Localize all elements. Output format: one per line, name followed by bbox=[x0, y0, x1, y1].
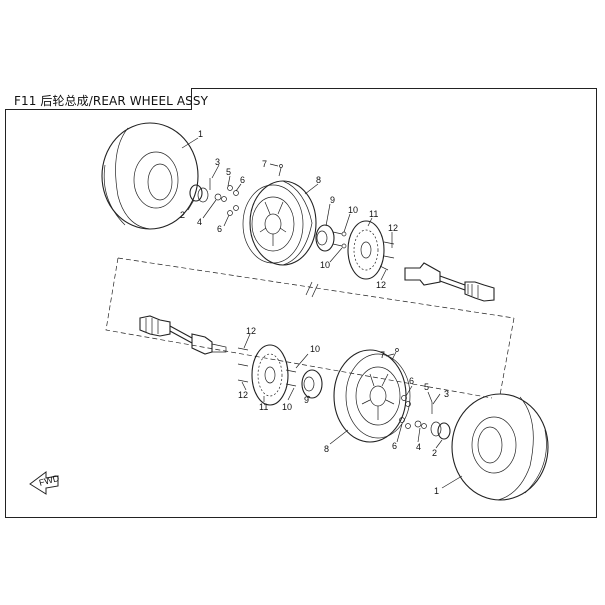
callout: 6 bbox=[240, 175, 245, 185]
callout: 12 bbox=[238, 390, 248, 400]
rim-upper bbox=[242, 164, 317, 266]
callout: 3 bbox=[444, 389, 449, 399]
rim-lower bbox=[333, 348, 411, 443]
callout: 9 bbox=[330, 195, 335, 205]
title-box bbox=[5, 88, 192, 110]
washers-upper bbox=[209, 178, 239, 216]
callout: 1 bbox=[434, 486, 439, 496]
tire-upper bbox=[101, 122, 199, 230]
drive-shaft-upper bbox=[404, 262, 495, 302]
callout: 12 bbox=[246, 326, 256, 336]
callout: 11 bbox=[259, 402, 268, 412]
callout: 7 bbox=[380, 350, 385, 360]
callout: 6 bbox=[409, 376, 414, 386]
callout: 10 bbox=[310, 344, 320, 354]
callout: 10 bbox=[320, 260, 330, 270]
callout: 4 bbox=[197, 217, 202, 227]
callout: 2 bbox=[180, 210, 185, 220]
callout: 3 bbox=[215, 157, 220, 167]
callout: 5 bbox=[424, 382, 429, 392]
callout: 5 bbox=[226, 167, 231, 177]
callout: 6 bbox=[392, 441, 397, 451]
brake-disc-lower bbox=[251, 344, 289, 406]
callout: 8 bbox=[324, 444, 329, 454]
callout: 12 bbox=[376, 280, 386, 290]
callout: 2 bbox=[432, 448, 437, 458]
axis-centerline bbox=[105, 257, 515, 399]
axle-nut-lower bbox=[430, 421, 451, 440]
diagram-title: F11 后轮总成/REAR WHEEL ASSY bbox=[14, 94, 209, 108]
callout: 7 bbox=[262, 159, 267, 169]
fwd-arrow-icon: FWD bbox=[29, 471, 61, 495]
leader-lines bbox=[181, 137, 463, 489]
bolts-lower bbox=[237, 347, 249, 383]
callout: 8 bbox=[316, 175, 321, 185]
drive-shaft-lower bbox=[139, 315, 227, 355]
callout: 6 bbox=[217, 224, 222, 234]
diagram-frame bbox=[5, 88, 597, 518]
axle-nut-upper bbox=[189, 184, 209, 203]
brake-disc-upper bbox=[347, 220, 385, 280]
callouts-lower: 1 2 3 4 5 6 6 7 8 9 10 10 11 12 12 bbox=[238, 326, 449, 496]
washers-lower bbox=[399, 395, 433, 429]
callout: 10 bbox=[348, 205, 358, 215]
callout: 10 bbox=[282, 402, 292, 412]
callout: 9 bbox=[304, 395, 309, 405]
hub-lower bbox=[285, 369, 323, 399]
callout: 4 bbox=[416, 442, 421, 452]
hub-upper bbox=[315, 224, 347, 252]
callouts-upper: 1 2 3 4 5 6 6 7 8 9 10 10 11 12 12 bbox=[180, 129, 398, 290]
callout: 12 bbox=[388, 223, 398, 233]
callout: 11 bbox=[369, 209, 378, 219]
tire-lower bbox=[451, 393, 549, 501]
callout: 1 bbox=[198, 129, 203, 139]
